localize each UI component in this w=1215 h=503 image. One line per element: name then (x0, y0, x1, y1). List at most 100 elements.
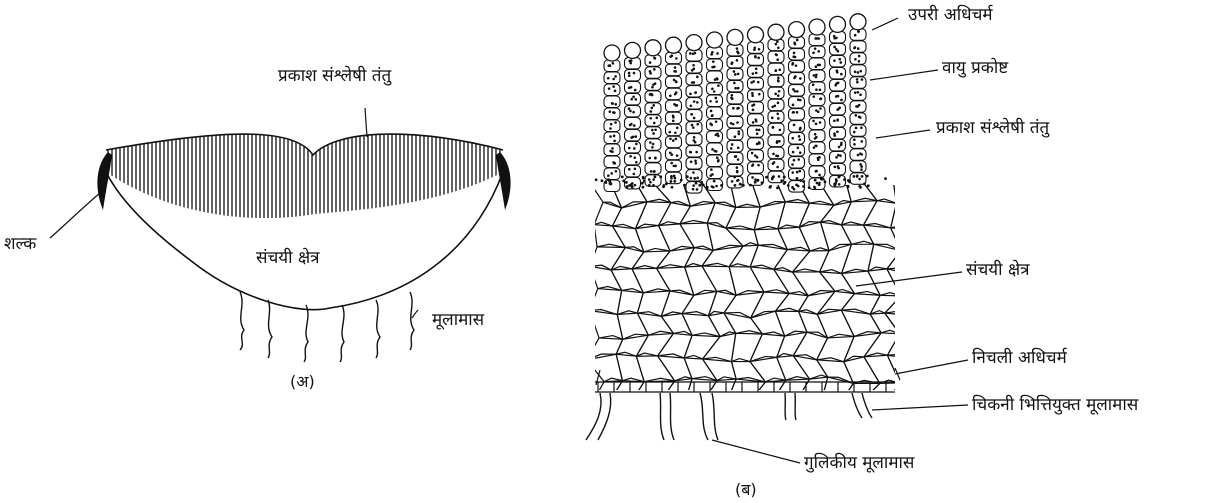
chloroplast-dot (630, 136, 633, 139)
base-dot (693, 177, 696, 180)
chloroplast-dot (711, 148, 714, 151)
chloroplast-dot (715, 120, 718, 123)
chlorophyll-cell (604, 72, 620, 84)
chloroplast-dot (772, 126, 775, 129)
chloroplast-dot (693, 117, 696, 120)
label-storage-region-b: संचयी क्षेत्र (966, 260, 1030, 280)
parenchyma-cell (868, 244, 901, 271)
chlorophyll-cell (666, 172, 682, 184)
chloroplast-dot (694, 141, 697, 144)
chloroplast-dot (833, 59, 836, 62)
base-dot (791, 186, 794, 189)
chloroplast-dot (710, 168, 713, 171)
chloroplast-dot (607, 77, 610, 80)
chloroplast-dot (736, 47, 739, 50)
chloroplast-dot (652, 104, 655, 107)
chloroplast-dot (853, 138, 856, 141)
base-dot (802, 185, 805, 188)
rhizoids-b (586, 393, 872, 440)
chloroplast-dot (713, 90, 716, 93)
chloroplast-dot (817, 110, 820, 113)
chlorophyll-cell (748, 162, 764, 174)
chloroplast-dot (715, 100, 718, 103)
chloroplast-dot (857, 91, 860, 94)
chlorophyll-cell (645, 91, 661, 103)
chloroplast-dot (779, 129, 782, 132)
chloroplast-dot (614, 103, 617, 106)
chloroplast-dot (751, 152, 754, 155)
chloroplast-dot (737, 107, 740, 110)
chloroplast-dot (717, 135, 720, 138)
chloroplast-dot (694, 91, 697, 94)
chloroplast-dot (755, 120, 758, 123)
chloroplast-dot (819, 88, 822, 91)
chloroplast-dot (676, 154, 679, 157)
chlorophyll-cell (686, 86, 702, 98)
chloroplast-dot (792, 151, 795, 154)
chlorophyll-cell (707, 95, 723, 107)
chloroplast-dot (853, 131, 856, 134)
chloroplast-dot (692, 188, 695, 191)
parenchyma-cell (731, 331, 762, 362)
base-dot (706, 186, 709, 189)
base-dot (837, 176, 840, 179)
chloroplast-dot (836, 69, 839, 72)
chloroplast-dot (675, 138, 678, 141)
chloroplast-dot (716, 77, 719, 80)
chloroplast-dot (649, 181, 652, 184)
chloroplast-dot (696, 76, 699, 79)
label-lower-epidermis: निचली अधिचर्म (972, 348, 1067, 368)
chlorophyll-cell (625, 141, 641, 153)
chloroplast-dot (838, 183, 841, 186)
chloroplast-dot (654, 82, 657, 85)
chlorophyll-cell (850, 125, 866, 137)
chloroplast-dot (612, 62, 615, 65)
chloroplast-dot (777, 102, 780, 105)
chloroplast-dot (630, 123, 633, 126)
chloroplast-dot (630, 59, 633, 62)
chloroplast-dot (696, 101, 699, 104)
chloroplast-dot (859, 93, 862, 96)
base-dot (626, 185, 629, 188)
chloroplast-dot (613, 135, 616, 138)
chloroplast-dot (651, 107, 654, 110)
chlorophyll-cell (604, 144, 620, 156)
chloroplast-dot (840, 142, 843, 145)
chloroplast-dot (629, 62, 632, 65)
chlorophyll-cell (707, 107, 723, 119)
chloroplast-dot (632, 96, 635, 99)
chloroplast-dot (650, 170, 653, 173)
label-rhizoids-a: मूलामास (432, 310, 484, 330)
chlorophyll-cell (830, 79, 846, 91)
base-dot (648, 184, 651, 187)
chloroplast-dot (651, 86, 654, 89)
chloroplast-dot (814, 144, 817, 147)
chloroplast-dot (840, 73, 843, 76)
chlorophyll-cell (768, 63, 784, 74)
parenchyma-cell (889, 377, 923, 399)
base-dot (631, 186, 634, 189)
chloroplast-dot (653, 122, 656, 125)
label-photosynthetic-tissue-b: प्रकाश संश्लेषी तंतु (936, 118, 1049, 138)
chloroplast-dot (752, 72, 755, 75)
chloroplast-dot (814, 133, 817, 136)
chloroplast-dot (753, 48, 756, 51)
base-dot (700, 181, 703, 184)
chloroplast-dot (649, 70, 652, 73)
chloroplast-dot (776, 58, 779, 61)
base-dot (814, 179, 817, 182)
chloroplast-dot (819, 121, 822, 124)
chloroplast-dot (792, 62, 795, 65)
chloroplast-dot (628, 87, 631, 90)
chloroplast-dot (856, 81, 859, 84)
chlorophyll-cell (830, 31, 846, 43)
chloroplast-dot (815, 123, 818, 126)
chloroplast-dot (751, 176, 754, 179)
chloroplast-dot (710, 110, 713, 113)
chloroplast-dot (859, 70, 862, 73)
base-dot (859, 186, 862, 189)
base-dot (642, 186, 645, 189)
upper-epidermis-cell (625, 42, 641, 58)
chloroplast-dot (730, 147, 733, 150)
chloroplast-dot (751, 94, 754, 97)
